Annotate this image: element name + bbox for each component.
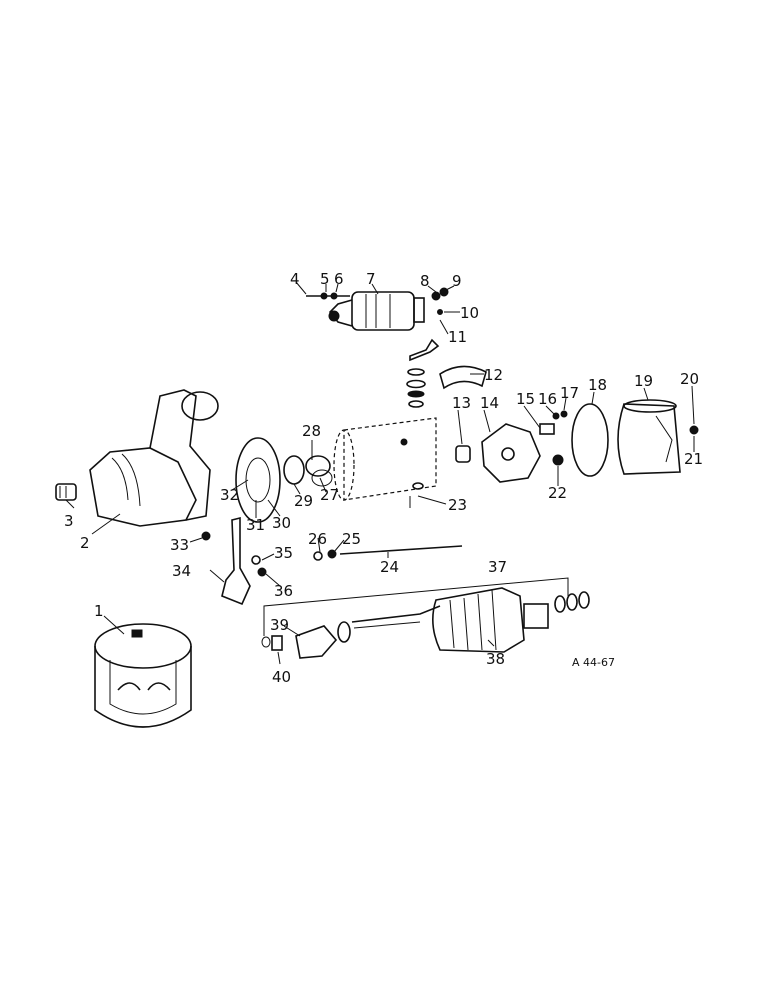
- callout-40: 40: [272, 668, 291, 686]
- callout-5: 5: [320, 270, 330, 288]
- callout-27: 27: [320, 486, 339, 504]
- callout-29: 29: [294, 492, 313, 510]
- callout-34: 34: [172, 562, 191, 580]
- figure-code: A 44-67: [572, 656, 615, 669]
- callout-24: 24: [380, 558, 399, 576]
- callout-10: 10: [460, 304, 479, 322]
- callout-3: 3: [64, 512, 74, 530]
- callout-39: 39: [270, 616, 289, 634]
- callout-8: 8: [420, 272, 430, 290]
- callout-15: 15: [516, 390, 535, 408]
- armature-assembly: [261, 577, 590, 659]
- callout-33: 33: [170, 536, 189, 554]
- end-plate-and-lever: [201, 437, 333, 606]
- terminal-stack: [406, 338, 487, 408]
- callout-7: 7: [366, 270, 376, 288]
- callout-32: 32: [220, 486, 239, 504]
- solenoid-assembly: [306, 287, 449, 331]
- leader-lines: [65, 281, 695, 665]
- callout-28: 28: [302, 422, 321, 440]
- callout-12: 12: [484, 366, 503, 384]
- callout-30: 30: [272, 514, 291, 532]
- callout-9: 9: [452, 272, 462, 290]
- callout-labels: 4 5 6 7 8 9 10 11 12 13 14 15 16 17 18 1…: [64, 270, 703, 686]
- callout-18: 18: [588, 376, 607, 394]
- callout-37: 37: [488, 558, 507, 576]
- callout-17: 17: [560, 384, 579, 402]
- callout-19: 19: [634, 372, 653, 390]
- callout-14: 14: [480, 394, 499, 412]
- callout-23: 23: [448, 496, 467, 514]
- callout-11: 11: [448, 328, 467, 346]
- callout-13: 13: [452, 394, 471, 412]
- callout-1: 1: [94, 602, 104, 620]
- drive-housing: [55, 389, 219, 527]
- callout-21: 21: [684, 450, 703, 468]
- callout-22: 22: [548, 484, 567, 502]
- callout-2: 2: [80, 534, 90, 552]
- callout-20: 20: [680, 370, 699, 388]
- callout-31: 31: [246, 516, 265, 534]
- brush-plate-assembly: [455, 399, 699, 483]
- callout-16: 16: [538, 390, 557, 408]
- callout-6: 6: [334, 270, 344, 288]
- callout-4: 4: [290, 270, 300, 288]
- callout-25: 25: [342, 530, 361, 548]
- field-frame-housing: [94, 623, 192, 728]
- field-frame-outline: [333, 417, 437, 508]
- callout-36: 36: [274, 582, 293, 600]
- callout-38: 38: [486, 650, 505, 668]
- callout-26: 26: [308, 530, 327, 548]
- callout-35: 35: [274, 544, 293, 562]
